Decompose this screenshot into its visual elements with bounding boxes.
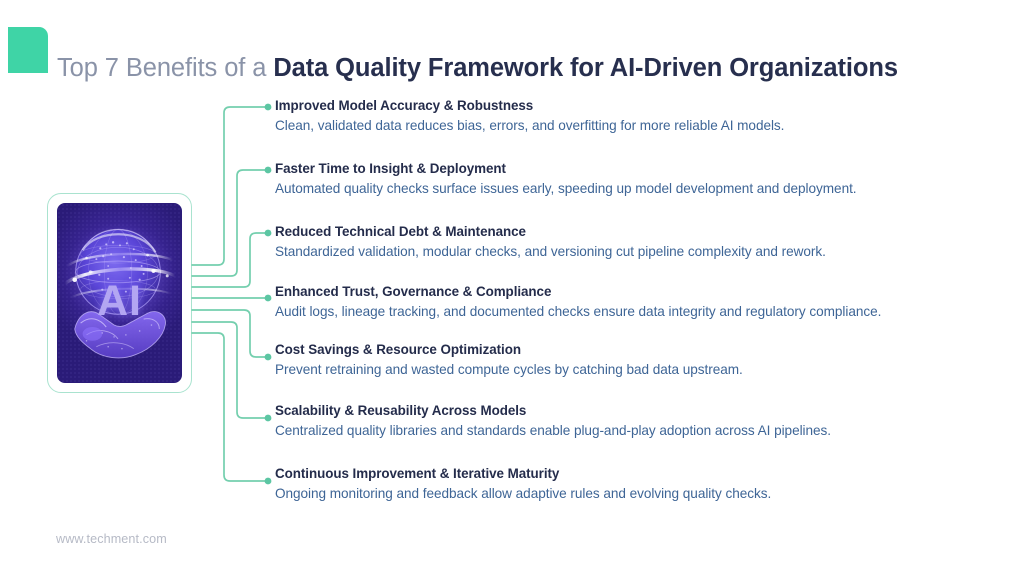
benefit-description: Standardized validation, modular checks,… [275,244,826,259]
benefit-item-7[interactable]: Continuous Improvement & Iterative Matur… [275,465,771,503]
benefit-title: Improved Model Accuracy & Robustness [275,98,534,113]
benefit-title: Enhanced Trust, Governance & Compliance [275,284,552,299]
benefit-description: Ongoing monitoring and feedback allow ad… [275,486,772,501]
benefit-item-2[interactable]: Faster Time to Insight & Deployment Auto… [275,160,857,198]
page-title-bold: Data Quality Framework for AI-Driven Org… [273,54,898,83]
benefit-item-4[interactable]: Enhanced Trust, Governance & Compliance … [275,283,881,321]
benefit-description: Centralized quality libraries and standa… [275,423,832,438]
benefit-item-1[interactable]: Improved Model Accuracy & Robustness Cle… [275,97,784,135]
benefit-title: Cost Savings & Resource Optimization [275,342,521,357]
footer-url[interactable]: www.techment.com [56,532,167,546]
connector-dots [264,103,272,485]
benefit-description: Prevent retraining and wasted compute cy… [275,362,743,377]
benefit-title: Scalability & Reusability Across Models [275,403,527,418]
page-title: Top 7 Benefits of a Data Quality Framewo… [57,50,898,86]
benefit-item-5[interactable]: Cost Savings & Resource Optimization Pre… [275,341,743,379]
benefit-description: Audit logs, lineage tracking, and docume… [275,304,882,319]
benefit-title: Reduced Technical Debt & Maintenance [275,224,526,239]
benefit-title: Continuous Improvement & Iterative Matur… [275,466,560,481]
ai-card-label: AI [97,277,142,325]
page-title-light: Top 7 Benefits of a [57,54,274,83]
benefit-description: Clean, validated data reduces bias, erro… [275,118,785,133]
benefit-title: Faster Time to Insight & Deployment [275,161,506,176]
ai-card-image: AI [57,203,182,383]
ai-card: AI [47,193,192,393]
ai-globe-illustration [63,222,176,359]
benefit-description: Automated quality checks surface issues … [275,181,857,196]
benefit-item-6[interactable]: Scalability & Reusability Across Models … [275,402,831,440]
header-accent-block [8,27,48,73]
benefit-item-3[interactable]: Reduced Technical Debt & Maintenance Sta… [275,223,826,261]
